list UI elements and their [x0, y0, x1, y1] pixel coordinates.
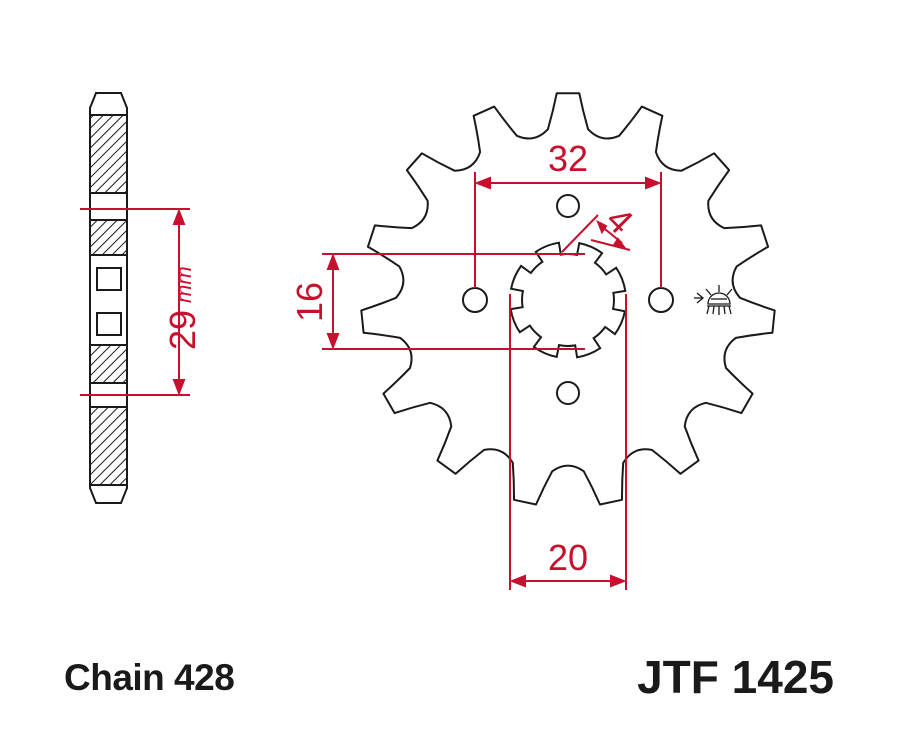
bolt-spacing-value: 32: [548, 138, 588, 179]
chain-size-label: Chain 428: [64, 657, 235, 698]
side-width-value: 29: [162, 310, 203, 350]
side-profile-view: 29 mm: [80, 92, 203, 504]
splined-center-bore: [509, 241, 627, 359]
bore-diameter-value: 20: [548, 537, 588, 578]
bolt-hole-top: [556, 194, 580, 218]
side-width-dimension: [80, 208, 190, 396]
hatch-upper-mid: [91, 220, 126, 255]
side-width-unit: mm: [171, 266, 196, 303]
spline-width-dimension: [322, 253, 585, 350]
bolt-hole-bottom: [556, 381, 580, 405]
part-number-label: JTF 1425: [637, 651, 834, 703]
grease-symbol-icon: [694, 285, 733, 315]
hatch-bottom: [91, 407, 126, 485]
side-profile-lines: [90, 114, 127, 486]
sprocket-front-view: 32 4 16: [289, 92, 776, 590]
spline-width-value: 16: [289, 282, 330, 322]
bore-diameter-dimension: [509, 294, 627, 590]
bolt-hole-right: [648, 287, 674, 313]
hole-diameter-dimension: [561, 214, 631, 253]
bolt-hole-left: [462, 287, 488, 313]
bolt-spacing-dimension: [474, 172, 662, 288]
hatch-lower-mid: [91, 345, 126, 383]
side-profile-outline: [89, 92, 128, 504]
hatch-top: [91, 115, 126, 193]
